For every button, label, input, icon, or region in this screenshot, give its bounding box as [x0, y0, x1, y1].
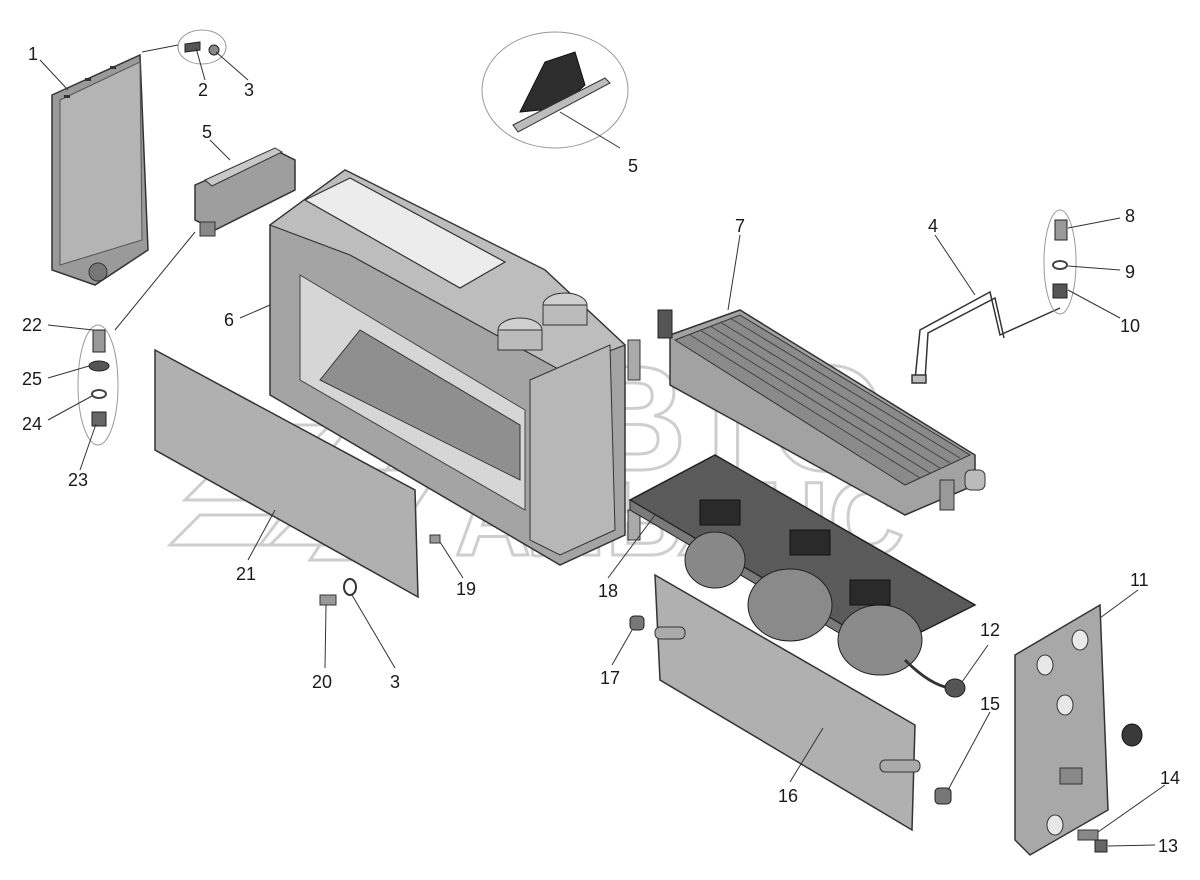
- callout-24: 24: [22, 414, 42, 434]
- part-1-side-panel: [51, 53, 149, 286]
- part-16-lower-panel: [654, 573, 921, 832]
- small-fasteners: [319, 534, 441, 606]
- part-18-blower-assembly: [628, 454, 977, 676]
- callout-16: 16: [778, 786, 798, 806]
- part-12-grommet: [903, 658, 966, 698]
- leader-lines: [39, 47, 1166, 847]
- callout-10: 10: [1120, 316, 1140, 336]
- callout-2: 2: [198, 80, 208, 100]
- callout-22: 22: [22, 315, 42, 335]
- callout-5-detail: 5: [628, 156, 638, 176]
- part-7-radiator: [657, 309, 986, 516]
- callout-3-bottom: 3: [390, 672, 400, 692]
- callout-6: 6: [224, 310, 234, 330]
- callout-1: 1: [28, 44, 38, 64]
- callout-14: 14: [1160, 768, 1180, 788]
- callout-12: 12: [980, 620, 1000, 640]
- callout-labels: 1 2 3 5 5 6 7 4 8 9 10 22 25 24 23 21 19…: [22, 44, 1180, 856]
- callout-20: 20: [312, 672, 332, 692]
- callout-21: 21: [236, 564, 256, 584]
- part-21-cover-panel: [154, 348, 419, 599]
- sleeves-15-17: [629, 615, 952, 805]
- callout-15: 15: [980, 694, 1000, 714]
- callout-5-bracket: 5: [202, 122, 212, 142]
- callout-8: 8: [1125, 206, 1135, 226]
- part-5-bracket: [194, 147, 296, 237]
- callout-23: 23: [68, 470, 88, 490]
- fastener-group-2-3: [141, 29, 227, 65]
- fasteners-13-14: [1077, 829, 1108, 853]
- part-4-mounting-strap: [911, 290, 1061, 384]
- callout-11: 11: [1130, 570, 1149, 590]
- callout-18: 18: [598, 581, 618, 601]
- callout-7: 7: [735, 216, 745, 236]
- callout-9: 9: [1125, 262, 1135, 282]
- fastener-group-22-25: [77, 231, 196, 446]
- callout-17: 17: [600, 668, 620, 688]
- callout-19: 19: [456, 579, 476, 599]
- part-6-housing: [268, 169, 641, 566]
- fastener-group-8-10: [1043, 209, 1077, 315]
- callout-4: 4: [928, 216, 938, 236]
- part-11-side-panel: [1014, 603, 1143, 856]
- part-5-detail-view: [481, 31, 629, 149]
- callout-25: 25: [22, 369, 42, 389]
- callout-3-top: 3: [244, 80, 254, 100]
- callout-13: 13: [1158, 836, 1178, 856]
